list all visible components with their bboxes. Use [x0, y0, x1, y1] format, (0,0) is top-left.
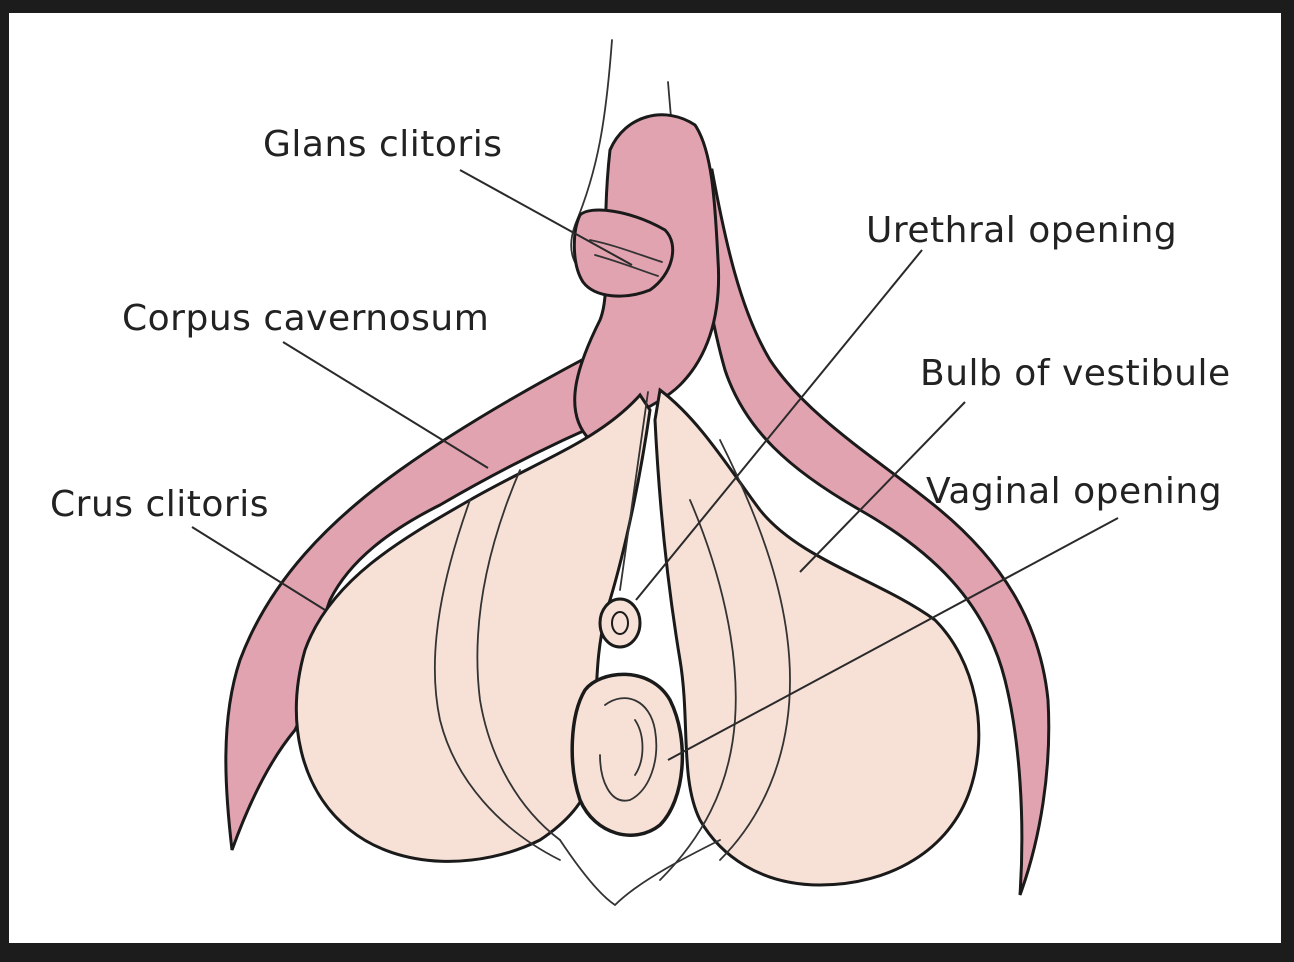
urethral-opening-inner	[611, 611, 629, 635]
labia-line-right-2	[659, 499, 737, 881]
vaginal-opening-inner	[599, 697, 658, 802]
urethral-leader	[635, 249, 923, 601]
label-bulb-of-vestibule: Bulb of vestibule	[920, 353, 1231, 394]
glans-detail	[589, 239, 663, 277]
labia-line-left-2	[476, 469, 561, 841]
vaginal-opening-inner-2	[634, 719, 644, 776]
bulb-leader	[799, 401, 966, 573]
label-urethral-opening: Urethral opening	[866, 210, 1177, 251]
lower-fold	[559, 839, 721, 907]
label-corpus-cavernosum: Corpus cavernosum	[122, 298, 489, 339]
upper-strand	[570, 39, 613, 276]
glans-clitoris	[572, 208, 675, 298]
crus-clitoris-right	[688, 168, 1051, 896]
crus-leader	[191, 526, 326, 611]
vestibule-center-line	[619, 391, 649, 591]
urethral-opening	[598, 597, 642, 649]
vaginal-leader	[667, 517, 1119, 761]
label-vaginal-opening: Vaginal opening	[926, 471, 1222, 512]
glans-leader	[459, 169, 633, 266]
labia-line-left	[433, 499, 561, 861]
label-crus-clitoris: Crus clitoris	[50, 484, 269, 525]
vaginal-opening	[570, 672, 685, 837]
bulb-of-vestibule-right	[653, 387, 981, 887]
corpus-leader	[282, 341, 489, 469]
labia-line-right	[719, 439, 791, 861]
label-glans-clitoris: Glans clitoris	[263, 124, 502, 165]
